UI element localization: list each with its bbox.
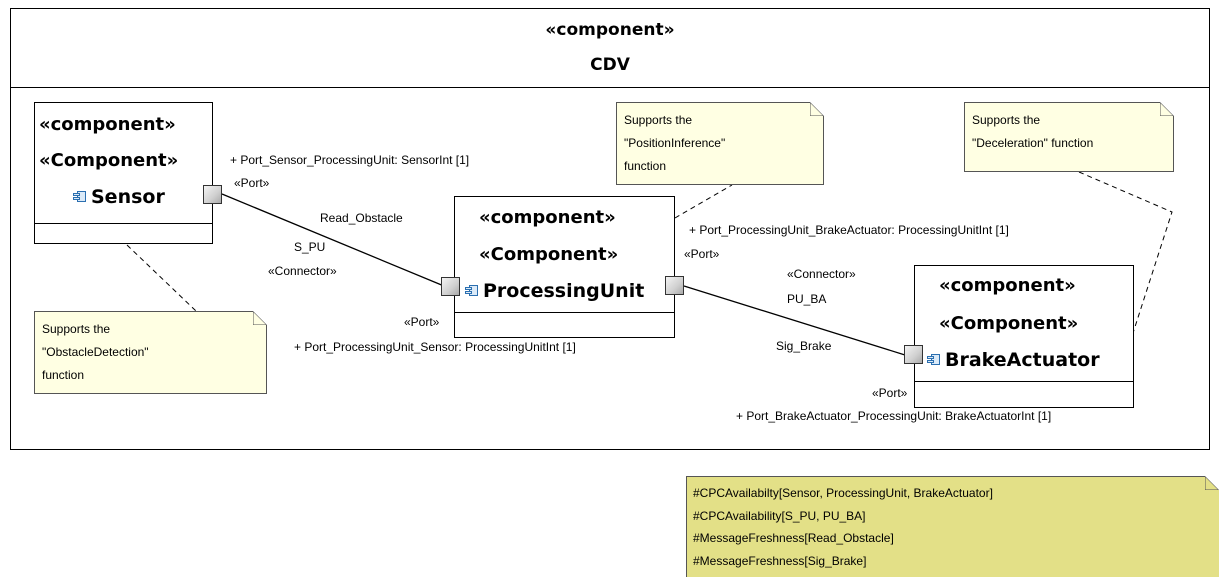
note-line: function — [624, 159, 667, 173]
constraints-note[interactable]: #CPCAvailabilty[Sensor, ProcessingUnit, … — [686, 476, 1219, 577]
note-line: Supports the — [972, 113, 1041, 127]
note-deceleration[interactable]: Supports the "Deceleration" function — [964, 102, 1174, 172]
note-line: function — [42, 368, 85, 382]
sensor-stereotype-2: «Component» — [39, 150, 179, 171]
processingunit-name-row: ProcessingUnit — [465, 280, 644, 302]
component-icon — [927, 354, 941, 366]
note-line: Supports the — [624, 113, 693, 127]
frame-header: «component» CDV — [10, 8, 1210, 88]
anchor-deceleration-note — [1078, 171, 1173, 334]
frame-title: CDV — [590, 55, 630, 75]
sensor-stereotype-1: «component» — [39, 114, 176, 135]
processingunit-name: ProcessingUnit — [483, 280, 645, 302]
sensor-compartment — [35, 223, 212, 224]
port-brakeactuator-processingunit[interactable] — [904, 345, 923, 364]
note-line: "PositionInference" — [624, 136, 726, 150]
anchor-obstacle-note — [126, 244, 197, 312]
note-line: "ObstacleDetection" — [42, 345, 149, 359]
connector-s-pu-message: Read_Obstacle — [320, 211, 403, 225]
connector-s-pu-stereotype: «Connector» — [268, 264, 337, 278]
component-frame — [10, 8, 1210, 450]
frame-stereotype: «component» — [545, 20, 675, 40]
brakeactuator-compartment — [915, 381, 1133, 382]
port-pu-sensor-stereotype: «Port» — [404, 315, 440, 329]
processingunit-compartment — [455, 312, 674, 313]
connector-pu-ba-message: Sig_Brake — [776, 339, 832, 353]
brakeactuator-stereotype-2: «Component» — [939, 313, 1079, 334]
brakeactuator-name-row: BrakeActuator — [927, 349, 1100, 371]
port-pu-ba-label: + Port_ProcessingUnit_BrakeActuator: Pro… — [689, 223, 1009, 237]
port-sensor-processingunit[interactable] — [203, 185, 222, 204]
port-pu-sensor-label: + Port_ProcessingUnit_Sensor: Processing… — [294, 340, 576, 354]
sensor-component[interactable]: «component» «Component» Sensor — [34, 102, 213, 244]
note-fold-icon — [810, 102, 824, 116]
note-obstacle-detection[interactable]: Supports the "ObstacleDetection" functio… — [34, 311, 267, 394]
sensor-name: Sensor — [91, 186, 165, 208]
sensor-name-row: Sensor — [73, 186, 165, 208]
constraint-item: #MessageFreshness[Read_Obstacle] — [693, 531, 894, 545]
brakeactuator-name: BrakeActuator — [945, 349, 1100, 371]
constraint-item: #MessageFreshness[Sig_Brake] — [693, 553, 867, 568]
processingunit-stereotype-1: «component» — [479, 207, 616, 228]
note-position-inference[interactable]: Supports the "PositionInference" functio… — [616, 102, 824, 185]
processingunit-component[interactable]: «component» «Component» ProcessingUnit — [454, 196, 675, 338]
brakeactuator-stereotype-1: «component» — [939, 275, 1076, 296]
connector-pu-ba-stereotype: «Connector» — [787, 267, 856, 281]
port-sensor-pu-stereotype: «Port» — [234, 176, 270, 190]
port-sensor-pu-label: + Port_Sensor_ProcessingUnit: SensorInt … — [230, 153, 470, 167]
connector-s-pu-line — [221, 193, 445, 287]
connector-pu-ba-name: PU_BA — [787, 292, 827, 306]
note-fold-icon — [1160, 102, 1174, 116]
port-pu-ba-stereotype: «Port» — [684, 247, 720, 261]
port-ba-pu-label: + Port_BrakeActuator_ProcessingUnit: Bra… — [736, 409, 1052, 423]
port-ba-pu-stereotype: «Port» — [872, 386, 908, 400]
port-processingunit-sensor[interactable] — [441, 277, 460, 296]
note-line: "Deceleration" function — [972, 136, 1094, 150]
anchor-position-note — [674, 184, 733, 219]
component-icon — [73, 191, 87, 203]
note-line: Supports the — [42, 322, 111, 336]
constraint-item: #CPCAvailabilty[Sensor, ProcessingUnit, … — [693, 486, 993, 500]
brakeactuator-component[interactable]: «component» «Component» BrakeActuator — [914, 265, 1134, 408]
constraint-item: #CPCAvailability[S_PU, PU_BA] — [693, 508, 866, 523]
processingunit-stereotype-2: «Component» — [479, 244, 619, 265]
port-processingunit-brakeactuator[interactable] — [665, 276, 684, 295]
note-fold-icon — [1205, 476, 1219, 490]
component-icon — [465, 285, 479, 297]
connector-s-pu-name: S_PU — [294, 240, 326, 254]
connector-pu-ba-line — [683, 285, 906, 356]
note-fold-icon — [253, 311, 267, 325]
